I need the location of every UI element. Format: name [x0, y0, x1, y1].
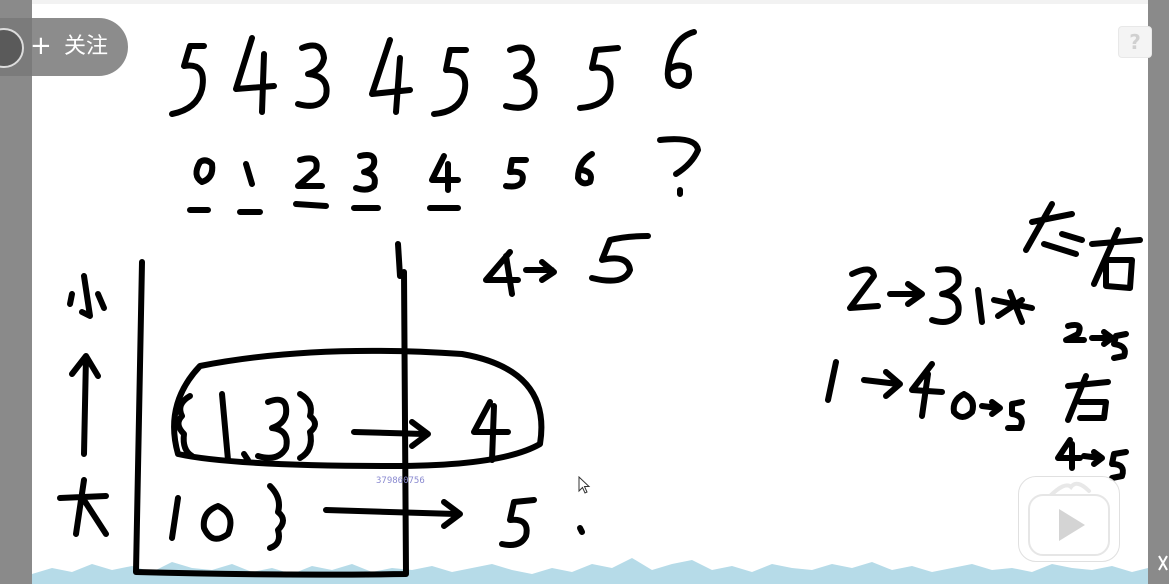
left-letterbox	[0, 0, 32, 584]
right-letterbox	[1148, 0, 1169, 584]
user-avatar-icon[interactable]	[0, 28, 24, 68]
mouse-cursor-icon	[578, 476, 591, 494]
whiteboard-canvas: 379860756	[32, 4, 1148, 584]
handwriting-ink	[57, 29, 1143, 578]
close-icon[interactable]	[1157, 552, 1169, 574]
watermark-id: 379860756	[376, 476, 425, 486]
help-button[interactable]: ?	[1118, 26, 1152, 58]
play-button[interactable]	[1018, 476, 1120, 562]
play-icon	[1028, 481, 1110, 556]
top-strip	[0, 0, 1169, 4]
follow-label: 关注	[64, 34, 109, 59]
question-mark-icon: ?	[1129, 30, 1141, 54]
plus-icon: +	[30, 31, 52, 61]
follow-button[interactable]: + 关注	[0, 18, 128, 76]
